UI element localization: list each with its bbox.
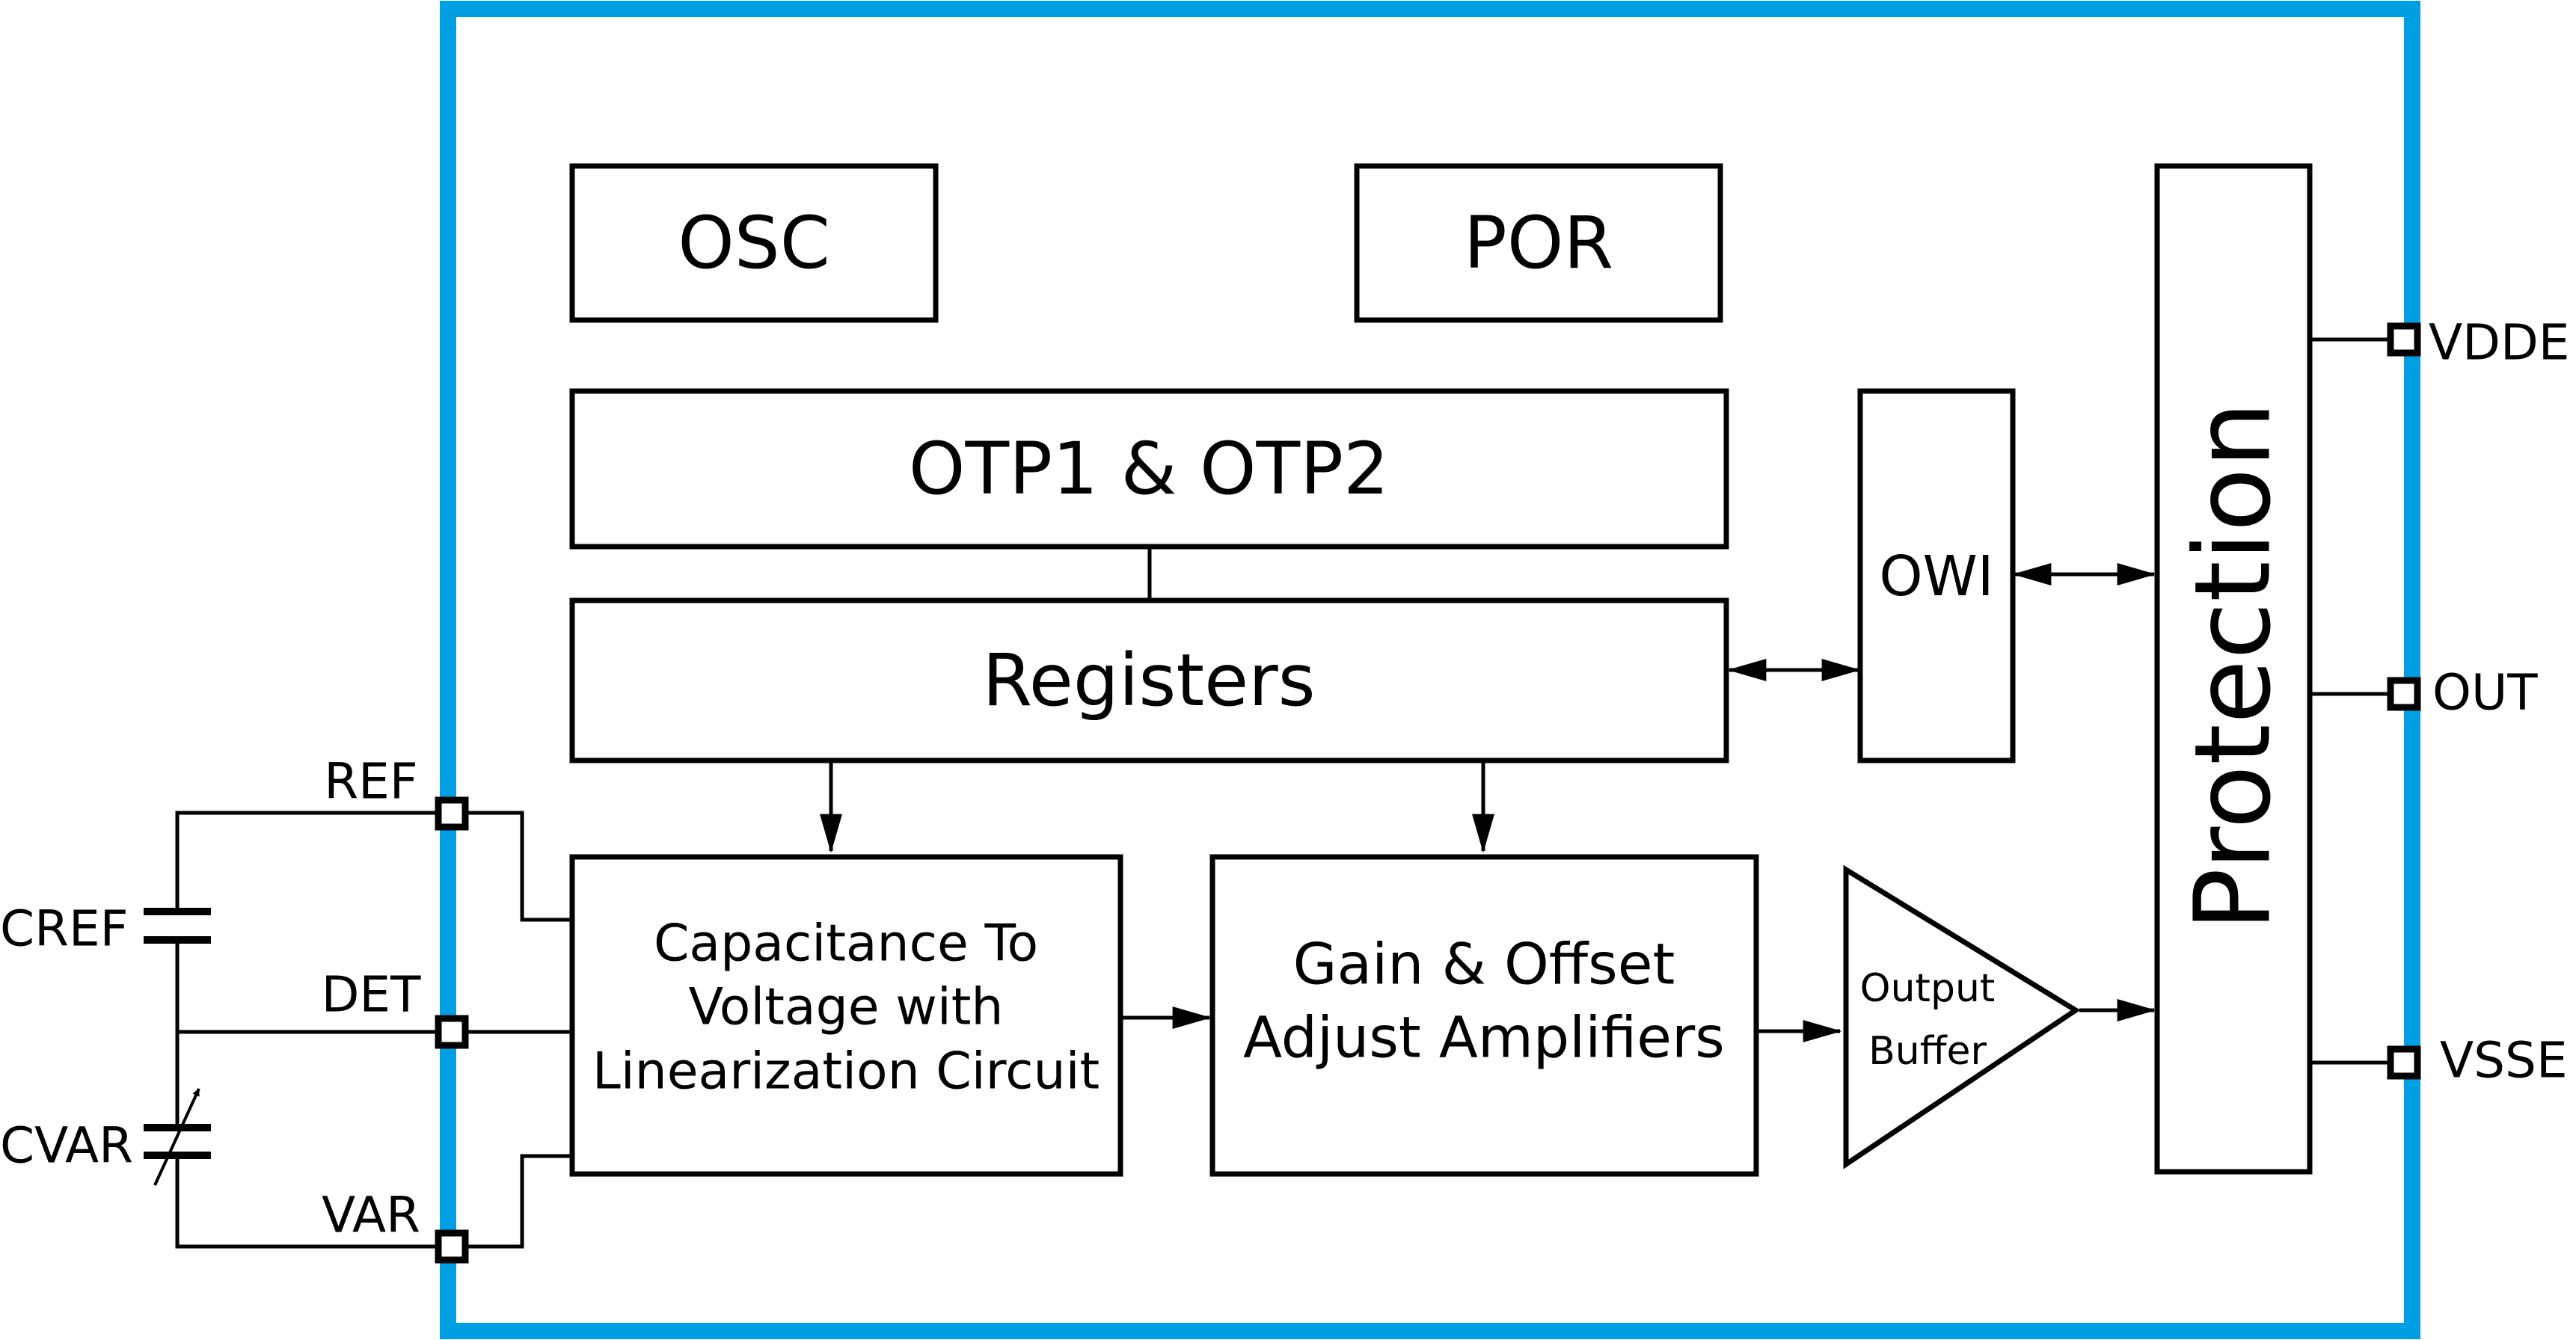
cv-converter-label-1: Capacitance To <box>654 915 1038 974</box>
cv-converter-label-2: Voltage with <box>689 978 1004 1037</box>
vdde-pin-label: VDDE <box>2429 314 2570 372</box>
por-label: POR <box>1464 201 1613 285</box>
out-pin-label: OUT <box>2432 664 2538 722</box>
output-buffer-label-2: Buffer <box>1868 1029 1987 1074</box>
output-buffer-label-1: Output <box>1860 966 1996 1011</box>
var-pin <box>435 1229 469 1264</box>
owi-block <box>1857 388 2016 763</box>
det-pin-label: DET <box>322 966 422 1024</box>
osc-block <box>569 163 939 323</box>
output-buffer-amplifier <box>1843 864 2081 1170</box>
external-capacitors <box>144 811 452 1249</box>
ref-pin <box>435 796 469 831</box>
vsse-pin-label: VSSE <box>2440 1032 2568 1089</box>
out-pin <box>2387 677 2421 711</box>
cv-converter-label-3: Linearization Circuit <box>592 1042 1100 1101</box>
cref-label: CREF <box>0 900 129 958</box>
amplifiers-label-2: Adjust Amplifiers <box>1243 1004 1725 1071</box>
otp-block <box>569 388 1729 550</box>
variable-capacitor-arrow <box>153 1088 200 1186</box>
cv-converter-block <box>569 854 1123 1177</box>
amplifiers-block <box>1209 854 1759 1177</box>
registers-block <box>569 597 1729 763</box>
vdde-pin <box>2387 322 2421 357</box>
osc-label: OSC <box>678 201 830 285</box>
protection-block <box>2154 163 2313 1175</box>
vsse-pin <box>2387 1045 2421 1080</box>
det-pin <box>435 1015 469 1049</box>
internal-wires <box>452 337 2401 1249</box>
owi-label: OWI <box>1879 544 1993 609</box>
por-block <box>1354 163 1723 323</box>
cvar-label: CVAR <box>0 1117 133 1175</box>
ref-pin-label: REF <box>324 753 418 811</box>
protection-label: Protection <box>2173 402 2295 931</box>
otp-label: OTP1 & OTP2 <box>909 427 1389 511</box>
chip-boundary <box>440 1 2420 1339</box>
registers-label: Registers <box>982 639 1315 722</box>
var-pin-label: VAR <box>322 1187 420 1244</box>
amplifiers-label-1: Gain & Offset <box>1293 931 1675 998</box>
